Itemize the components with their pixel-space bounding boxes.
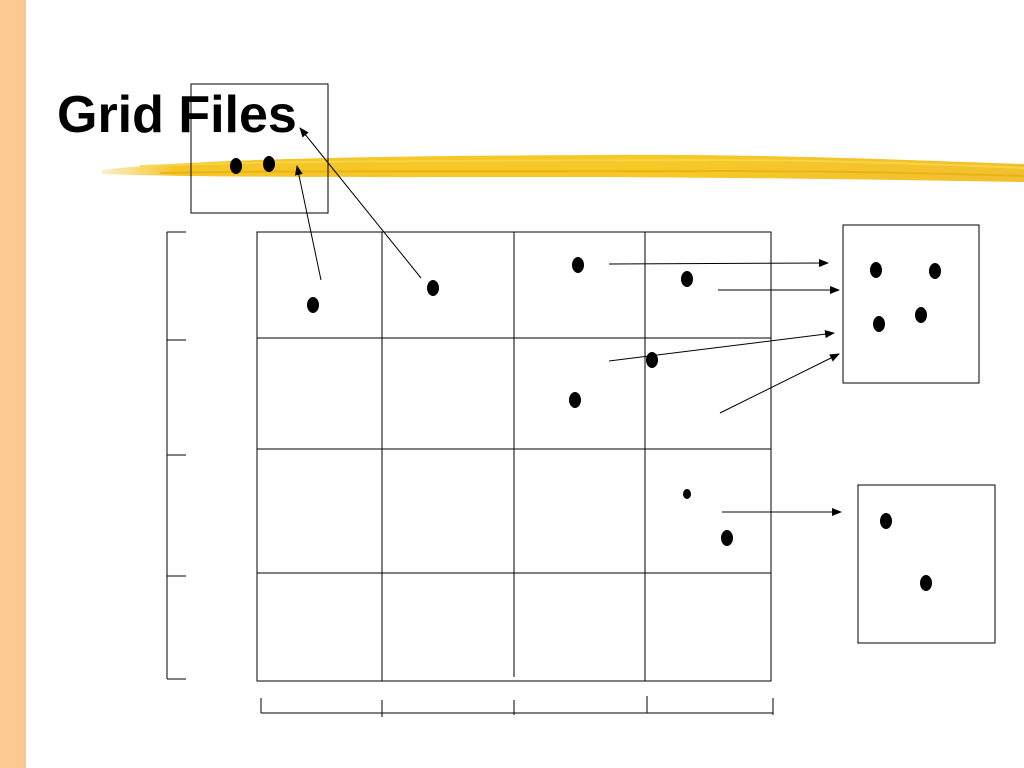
- bucket-points-right-upper: [870, 262, 941, 332]
- pointer-arrow: [608, 259, 829, 268]
- bucket-box-right-lower: [857, 484, 996, 644]
- bucket-point: [880, 513, 892, 529]
- grid-point: [572, 257, 584, 273]
- pointer-arrow: [608, 330, 835, 362]
- bucket-box-right-upper: [842, 224, 980, 384]
- bucket-point: [920, 575, 932, 591]
- bucket-point: [230, 158, 242, 174]
- grid-directory: [256, 231, 772, 682]
- grid-point: [646, 352, 658, 368]
- grid-point: [681, 271, 693, 287]
- bucket-points-right-lower: [880, 513, 932, 591]
- y-linear-scale: [166, 231, 186, 680]
- grid-point: [427, 280, 439, 296]
- pointer-arrow: [299, 127, 422, 279]
- bucket-pointers: [294, 127, 842, 516]
- grid-points: [307, 257, 733, 546]
- pointer-arrow: [294, 165, 322, 281]
- bucket-box-top-left: [190, 83, 329, 214]
- bucket-point: [929, 263, 941, 279]
- bucket-point: [915, 307, 927, 323]
- grid-point: [721, 530, 733, 546]
- grid-point: [683, 489, 691, 499]
- bucket-point: [263, 156, 275, 172]
- side-accent-stripe: [0, 0, 26, 768]
- grid-point: [307, 297, 319, 313]
- slide-title: Grid Files: [57, 86, 297, 144]
- title-underline-brush: [102, 154, 1024, 182]
- x-linear-scale: [260, 696, 774, 717]
- bucket-point: [873, 316, 885, 332]
- pointer-arrow: [719, 353, 840, 414]
- grid-point: [569, 392, 581, 408]
- bucket-point: [870, 262, 882, 278]
